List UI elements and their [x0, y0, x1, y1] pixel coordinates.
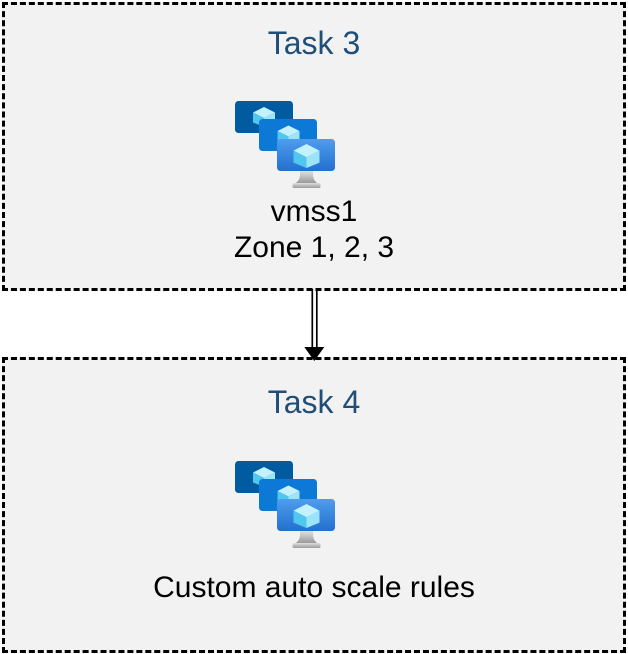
task3-box: Task 3 vmss1 Zone 1, 2, 3 [2, 2, 626, 291]
task3-caption: vmss1 Zone 1, 2, 3 [5, 194, 623, 266]
task4-box: Task 4 Custom auto scale rules [2, 357, 626, 653]
vm-scale-sets-icon [235, 101, 335, 189]
zones-label: Zone 1, 2, 3 [233, 231, 395, 264]
task4-title: Task 4 [267, 384, 361, 420]
task4-caption: Custom auto scale rules [5, 570, 623, 606]
task3-title: Task 3 [267, 25, 361, 61]
vm-scale-sets-icon [235, 461, 335, 549]
vmss-name-label: vmss1 [270, 195, 358, 228]
down-arrow-icon [304, 289, 325, 361]
autoscale-rules-label: Custom auto scale rules [153, 571, 475, 604]
